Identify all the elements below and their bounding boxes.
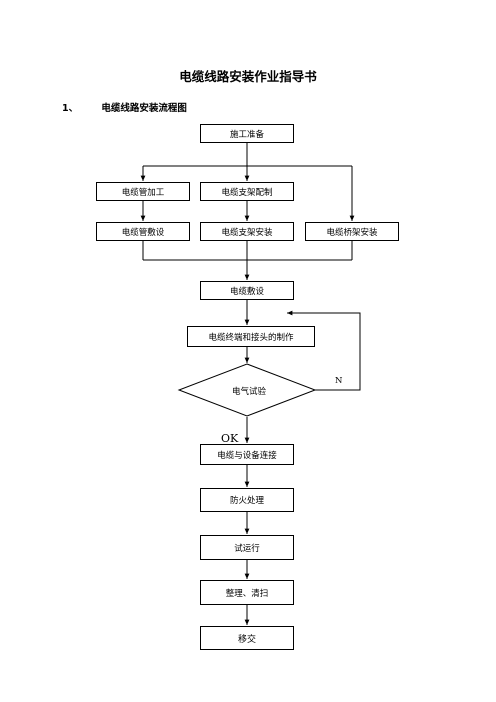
decision-no-label: N [335, 376, 343, 386]
decision-label-test: 电气试验 [232, 387, 267, 397]
step-termination: 电缆终端和接头的制作 [187, 326, 315, 347]
step-prep: 施工准备 [200, 124, 294, 143]
step-handover: 移交 [200, 626, 294, 650]
step-trial-run: 试运行 [200, 535, 294, 560]
connector-loop-no [287, 310, 361, 391]
document-title: 电缆线路安装作业指导书 [179, 69, 317, 84]
step-bracket-fabrication: 电缆支架配制 [200, 182, 294, 201]
step-fireproofing: 防火处理 [200, 488, 294, 512]
section-heading: 1、 电缆线路安装流程图 [62, 100, 187, 114]
step-cable-laying: 电缆敷设 [200, 281, 294, 300]
section-number: 1、 [62, 103, 79, 114]
step-equipment-connection: 电缆与设备连接 [200, 444, 294, 465]
step-conduit-laying: 电缆管敷设 [96, 222, 190, 241]
decision-ok-label: OK [221, 432, 239, 445]
step-bracket-install: 电缆支架安装 [200, 222, 294, 241]
decision-diamond [177, 363, 317, 417]
step-cleanup: 整理、清扫 [200, 580, 294, 605]
section-title: 电缆线路安装流程图 [101, 103, 187, 114]
step-conduit-processing: 电缆管加工 [96, 182, 190, 201]
step-tray-install: 电缆桥架安装 [305, 222, 399, 241]
